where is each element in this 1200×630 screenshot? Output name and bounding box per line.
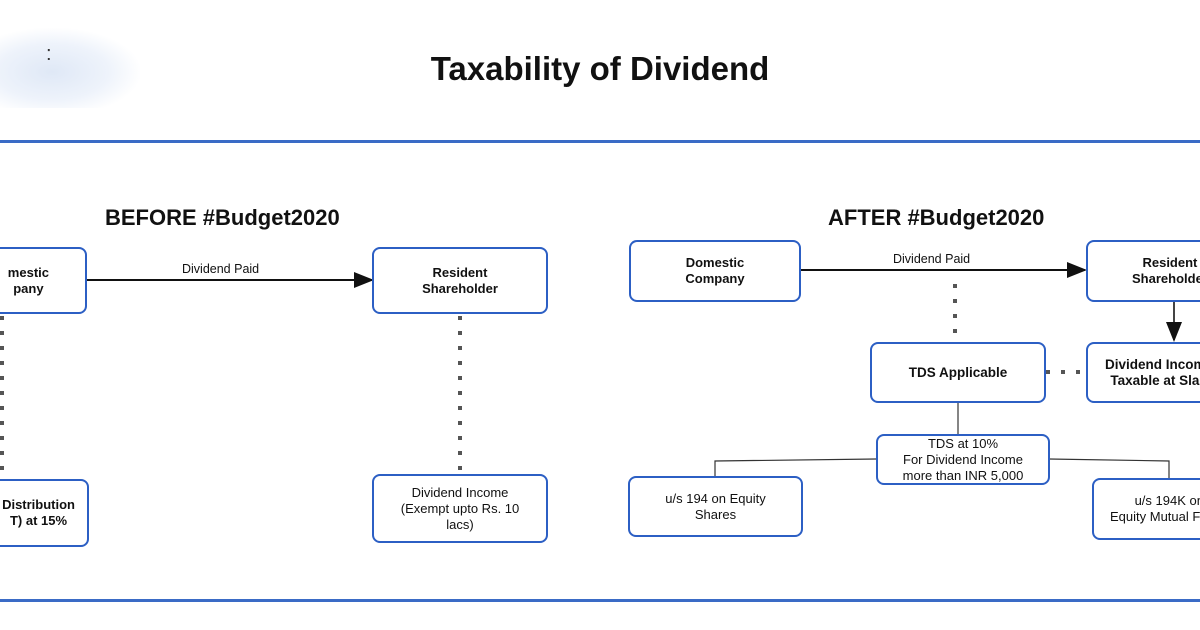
before-dividend-paid-label: Dividend Paid [182,262,260,276]
logo-cloud [0,28,140,108]
before-domestic-company-box: mestic pany [0,247,87,314]
logo-mark: : [46,43,52,65]
after-s194k-link [1048,458,1170,478]
before-heading: BEFORE #Budget2020 [105,205,340,230]
after-resident-shareholder-box: Resident Shareholder [1086,240,1200,302]
top-divider [0,140,1200,143]
before-resident-shareholder-box: Resident Shareholder [372,247,548,314]
after-s194-link [714,458,877,476]
page-title: Taxability of Dividend [430,50,770,87]
before-ddt-box: Distribution T) at 15% [0,479,89,547]
after-dividend-income-box: Dividend Income Taxable at Slab [1086,342,1200,403]
after-dividend-paid-label: Dividend Paid [893,252,971,266]
bottom-divider [0,599,1200,602]
after-tds-rate-box: TDS at 10% For Dividend Income more than… [876,434,1050,485]
before-dividend-income-box: Dividend Income (Exempt upto Rs. 10 lacs… [372,474,548,543]
after-section-194-box: u/s 194 on Equity Shares [628,476,803,537]
after-tds-applicable-box: TDS Applicable [870,342,1046,403]
after-section-194k-box: u/s 194K on Equity Mutual Funds [1092,478,1200,540]
after-domestic-company-box: Domestic Company [629,240,801,302]
after-heading: AFTER #Budget2020 [828,205,1045,230]
